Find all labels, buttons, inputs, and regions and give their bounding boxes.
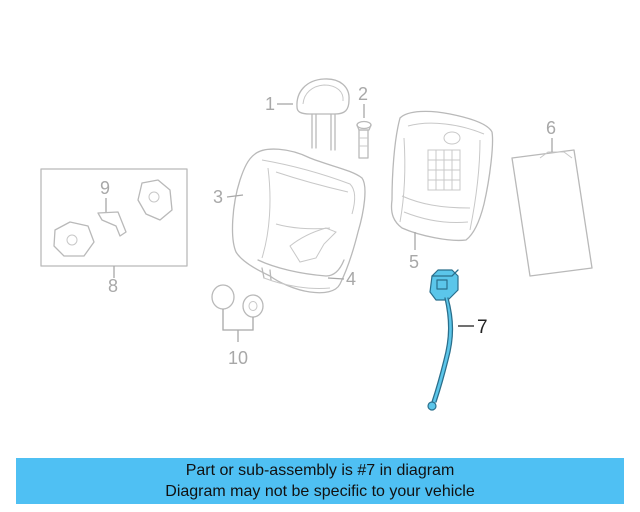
callout-4: 4 (346, 269, 356, 289)
callout-7: 7 (477, 317, 488, 338)
part-3-seat-back-cover[interactable] (231, 148, 366, 294)
banner-line-2: Diagram may not be specific to your vehi… (165, 483, 475, 500)
callout-9: 9 (100, 178, 110, 198)
callout-8: 8 (108, 276, 118, 296)
part-5-seat-back-frame[interactable] (390, 110, 494, 242)
part-1-headrest[interactable] (296, 78, 350, 151)
part-2-guide[interactable] (356, 120, 372, 159)
callout-2: 2 (358, 84, 368, 104)
leader-4 (327, 277, 345, 280)
callout-1: 1 (265, 94, 275, 114)
callout-5: 5 (409, 252, 419, 272)
banner-line-1: Part or sub-assembly is #7 in diagram (185, 462, 455, 479)
part-4-seat-back-pad[interactable] (257, 259, 345, 289)
callout-3: 3 (213, 187, 223, 207)
callout-10: 10 (228, 348, 248, 368)
callout-6: 6 (546, 118, 556, 138)
part-6-back-panel[interactable] (511, 149, 593, 277)
part-7-wire-harness[interactable] (427, 269, 459, 411)
part-8-kit-box[interactable] (40, 168, 188, 267)
part-9-bracket[interactable] (53, 179, 173, 257)
leader-3 (226, 194, 244, 198)
leader-10 (222, 309, 254, 342)
part-10-caps[interactable] (211, 284, 264, 318)
info-banner: Part or sub-assembly is #7 in diagram Di… (16, 458, 624, 504)
